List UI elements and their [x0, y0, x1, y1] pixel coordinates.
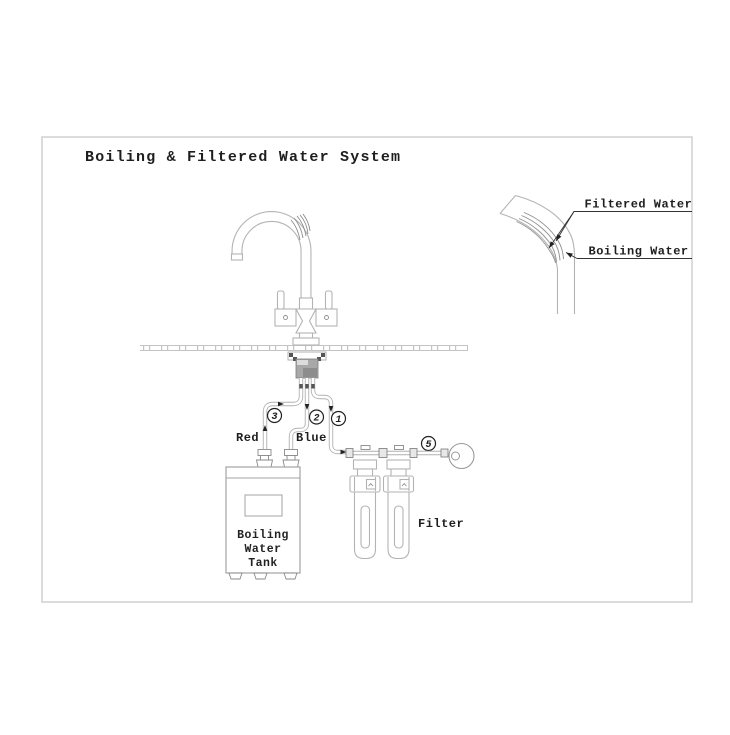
callouts: 3 2 1 5 — [266, 407, 437, 452]
svg-text:1: 1 — [335, 415, 341, 426]
faucet-body — [295, 308, 317, 334]
detail-leaders — [548, 211, 578, 259]
left-handle-lever — [276, 290, 285, 310]
tank-label-line2: Water — [244, 543, 281, 556]
spout-inner-wall — [499, 212, 559, 314]
diagram-title: Boiling & Filtered Water System — [85, 149, 401, 166]
tank-left-connector — [255, 449, 274, 468]
tank-label-line3: Tank — [248, 557, 278, 570]
boiling-water-tank: Boiling Water Tank — [225, 449, 301, 580]
callout-1: 1 — [330, 410, 347, 427]
spout-aerator — [230, 253, 244, 261]
filter-cartridge-right — [382, 459, 415, 560]
svg-text:3: 3 — [271, 412, 277, 423]
filter-assembly: Filter — [345, 442, 475, 560]
under-sink-mount — [287, 351, 327, 379]
spout-mouth — [499, 195, 516, 214]
svg-text:5: 5 — [425, 440, 431, 451]
right-handle-lever — [324, 290, 333, 310]
mounting-block-shadow — [303, 368, 317, 377]
tank-feet — [228, 572, 298, 580]
hot-marker-icon — [283, 315, 288, 320]
blue-tube-label: Blue — [296, 431, 327, 445]
callout-3: 3 — [266, 407, 283, 424]
filter-cartridge-left — [349, 459, 381, 560]
diagram-frame — [41, 136, 693, 603]
faucet-stem — [298, 332, 314, 339]
inlet-valve — [448, 442, 475, 470]
spout-channels — [516, 212, 564, 264]
tank-display — [244, 494, 283, 517]
flow-arrows — [262, 401, 431, 455]
filtered-water-label: Filtered Water — [585, 198, 693, 212]
mounting-block-notch — [297, 360, 308, 365]
red-tube-label: Red — [236, 431, 259, 445]
right-valve-block — [315, 308, 338, 327]
tank-right-connector — [282, 449, 300, 468]
cold-marker-icon — [324, 315, 329, 320]
left-valve-block — [274, 308, 297, 327]
tank-label-line1: Boiling — [237, 529, 289, 542]
faucet-base — [292, 337, 320, 346]
filter-label: Filter — [418, 517, 464, 531]
spout-detail: Filtered Water Boiling Water — [499, 194, 693, 314]
gooseneck-hatching — [290, 213, 311, 241]
spout-outer-wall — [515, 194, 576, 314]
callout-5: 5 — [420, 435, 437, 452]
supply-tubes — [262, 378, 431, 455]
countertop — [140, 345, 468, 351]
boiling-water-label: Boiling Water — [589, 245, 689, 259]
callout-2: 2 — [308, 409, 325, 425]
svg-text:2: 2 — [313, 414, 319, 425]
faucet-neck — [298, 297, 314, 310]
faucet — [230, 211, 338, 346]
